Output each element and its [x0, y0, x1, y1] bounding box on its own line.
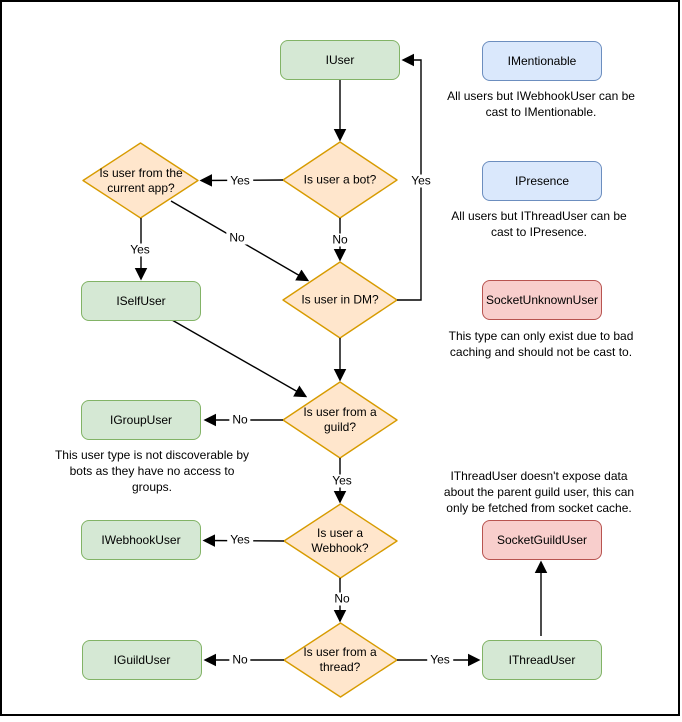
- decision-is-bot-label: Is user a bot?: [303, 172, 377, 187]
- decision-is-guild-label: Is user from a guild?: [303, 405, 377, 434]
- node-ipresence: IPresence: [482, 161, 602, 201]
- node-ithreaduser: IThreadUser: [482, 640, 602, 680]
- decision-is-webhook-label: Is user a Webhook?: [311, 526, 369, 555]
- node-socketguilduser: SocketGuildUser: [482, 520, 602, 560]
- edge-label-current-app-no: No: [226, 231, 248, 245]
- edge-label-guild-no: No: [229, 413, 251, 427]
- node-socketunknownuser: SocketUnknownUser: [482, 280, 602, 320]
- decision-is-dm-label: Is user in DM?: [301, 292, 379, 307]
- edge-label-dm-yes: Yes: [408, 174, 434, 188]
- edge-label-current-app-yes: Yes: [127, 243, 153, 257]
- edge-label-bot-no: No: [329, 233, 351, 247]
- note-ipresence: All users but IThreadUser can be cast to…: [451, 209, 627, 239]
- edge-label-thread-yes: Yes: [427, 653, 453, 667]
- edge-label-bot-yes: Yes: [227, 174, 253, 188]
- node-iselfuser: ISelfUser: [81, 281, 201, 321]
- node-iwebhookuser: IWebhookUser: [81, 520, 201, 560]
- edge-label-guild-yes: Yes: [329, 474, 355, 488]
- note-ithreaduser: IThreadUser doesn't expose data about th…: [443, 469, 635, 515]
- note-igroupuser: This user type is not discoverable by bo…: [54, 448, 250, 494]
- node-imentionable: IMentionable: [482, 41, 602, 81]
- decision-is-thread-shape: [283, 622, 398, 698]
- edge-label-webhook-no: No: [331, 592, 353, 606]
- arrow-iselfuser-to-guild: [171, 319, 308, 398]
- edge-label-thread-no: No: [229, 653, 251, 667]
- node-iguilduser: IGuildUser: [82, 640, 202, 680]
- decision-is-thread-label: Is user from a thread?: [303, 645, 377, 674]
- node-iuser: IUser: [280, 40, 400, 80]
- note-socketunknownuser: This type can only exist due to bad cach…: [448, 329, 634, 359]
- edge-label-webhook-yes: Yes: [227, 533, 253, 547]
- node-igroupuser: IGroupUser: [81, 400, 201, 440]
- note-imentionable: All users but IWebhookUser can be cast t…: [447, 89, 635, 119]
- decision-is-current-app-label: Is user from the current app?: [99, 166, 183, 195]
